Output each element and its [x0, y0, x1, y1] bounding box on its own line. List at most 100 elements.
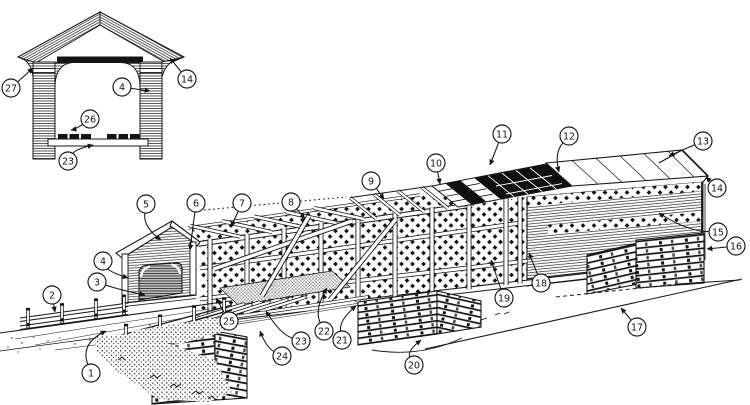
portal-right-corner-board	[189, 241, 197, 296]
callout-circle	[272, 346, 292, 366]
callout-number: 20	[408, 360, 420, 371]
midspan-crib	[357, 290, 482, 346]
callout-number: 22	[318, 326, 330, 337]
callout-17-isometric: 17	[620, 307, 647, 337]
callout-9-isometric: 9	[361, 171, 385, 200]
callout-number: 23	[62, 156, 74, 167]
callout-circle	[1, 78, 21, 98]
embankment-speckle-upper	[130, 318, 233, 344]
callout-number: 23	[295, 336, 307, 347]
portal-left-knee-brace	[139, 265, 151, 278]
inset-roof-right-slope	[99, 11, 186, 65]
callout-18-isometric: 18	[528, 252, 551, 293]
callout-leader-arrow	[317, 287, 328, 323]
callout-circle	[559, 126, 579, 146]
callout-4-isometric: 4	[93, 251, 129, 279]
callout-leader-arrow	[296, 208, 306, 220]
callout-number: 3	[94, 277, 100, 288]
inset-left-column-collar	[31, 68, 57, 73]
callout-leader-arrow	[51, 304, 57, 313]
callout-4-cross-section: 4	[112, 77, 151, 97]
callout-leader-arrow	[658, 212, 709, 233]
callout-leader-arrow	[131, 87, 151, 93]
callout-number: 2	[49, 290, 55, 301]
callout-circle	[494, 288, 514, 308]
callout-leader-arrow	[215, 297, 225, 313]
inset-left-arch-flare	[54, 62, 75, 89]
inset-left-eave-flare	[17, 56, 34, 78]
falsework-ground-line	[424, 278, 743, 350]
callout-8-isometric: 8	[281, 192, 306, 220]
callout-leader-arrow	[555, 142, 564, 173]
callout-22-isometric: 22	[314, 287, 334, 341]
roof-purlin-lath-section	[430, 163, 574, 208]
inset-deck-slab	[47, 138, 149, 147]
callout-1-isometric: 1	[81, 330, 107, 383]
callout-circle	[693, 131, 713, 151]
callout-24-isometric: 24	[259, 330, 292, 366]
callout-leader-arrow	[265, 310, 293, 339]
callout-number: 12	[563, 131, 575, 142]
portal-opening	[138, 262, 183, 301]
callout-12-isometric: 12	[555, 126, 579, 173]
callout-16-isometric: 16	[706, 236, 746, 256]
callout-circle	[232, 193, 252, 213]
guardrail-posts	[26, 294, 126, 329]
callout-leader-arrow	[489, 142, 500, 166]
callout-circle	[531, 273, 551, 293]
callout-leader-arrow	[408, 339, 422, 357]
callout-circle	[627, 317, 647, 337]
callout-leader-arrow	[230, 211, 239, 228]
gable-eave-return	[702, 175, 709, 183]
portal-cross-section-view	[16, 11, 186, 160]
callout-leader-arrow	[436, 172, 442, 185]
callout-leader-arrow	[144, 213, 162, 241]
callout-leader-arrow	[528, 252, 538, 275]
callout-number: 21	[336, 335, 348, 346]
deck-planking	[219, 270, 351, 306]
future-ridge-dotted-line	[203, 196, 347, 211]
callout-leader-arrow	[169, 57, 182, 72]
callout-leader-arrow	[706, 245, 727, 252]
callout-circle	[42, 285, 62, 305]
callout-number: 26	[84, 114, 96, 125]
callout-leader-arrow	[85, 330, 107, 365]
inset-roof-left-slope	[16, 11, 101, 65]
callout-circle	[708, 222, 728, 242]
portal-deck-edge	[123, 294, 197, 304]
callout-number: 10	[430, 158, 442, 169]
callout-circle	[219, 311, 239, 331]
callout-circle	[112, 77, 132, 97]
callout-circle	[492, 124, 512, 144]
callout-number: 15	[712, 227, 724, 238]
callout-number: 27	[5, 83, 17, 94]
callout-circle	[87, 272, 107, 292]
falsework-poles	[213, 214, 399, 302]
floor-beams	[195, 294, 309, 321]
callout-circle	[177, 69, 197, 89]
callout-21-isometric: 21	[332, 305, 357, 350]
callout-15-isometric: 15	[658, 212, 728, 242]
callout-leader-arrow	[105, 284, 146, 297]
inset-header-beam	[57, 56, 143, 63]
inset-right-column	[139, 61, 163, 160]
callout-number: 9	[368, 176, 374, 187]
callout-7-isometric: 7	[230, 193, 252, 228]
callout-leader-arrow	[72, 143, 94, 154]
callout-5-isometric: 5	[136, 194, 162, 241]
callout-27-cross-section: 27	[1, 67, 34, 98]
callout-circle	[361, 171, 381, 191]
callout-leader-arrow	[188, 212, 196, 251]
road-speckles	[7, 324, 163, 353]
callout-circle	[404, 355, 424, 375]
callout-number: 4	[100, 256, 106, 267]
callout-11-isometric: 11	[489, 124, 512, 166]
callout-leader-arrow	[70, 124, 83, 132]
inset-right-eave-flare	[161, 56, 185, 78]
callout-14-cross-section: 14	[169, 57, 197, 89]
roof-finished-section	[544, 149, 710, 187]
inset-running-planks	[58, 134, 140, 139]
callout-number: 18	[535, 278, 547, 289]
callout-circle	[281, 192, 301, 212]
